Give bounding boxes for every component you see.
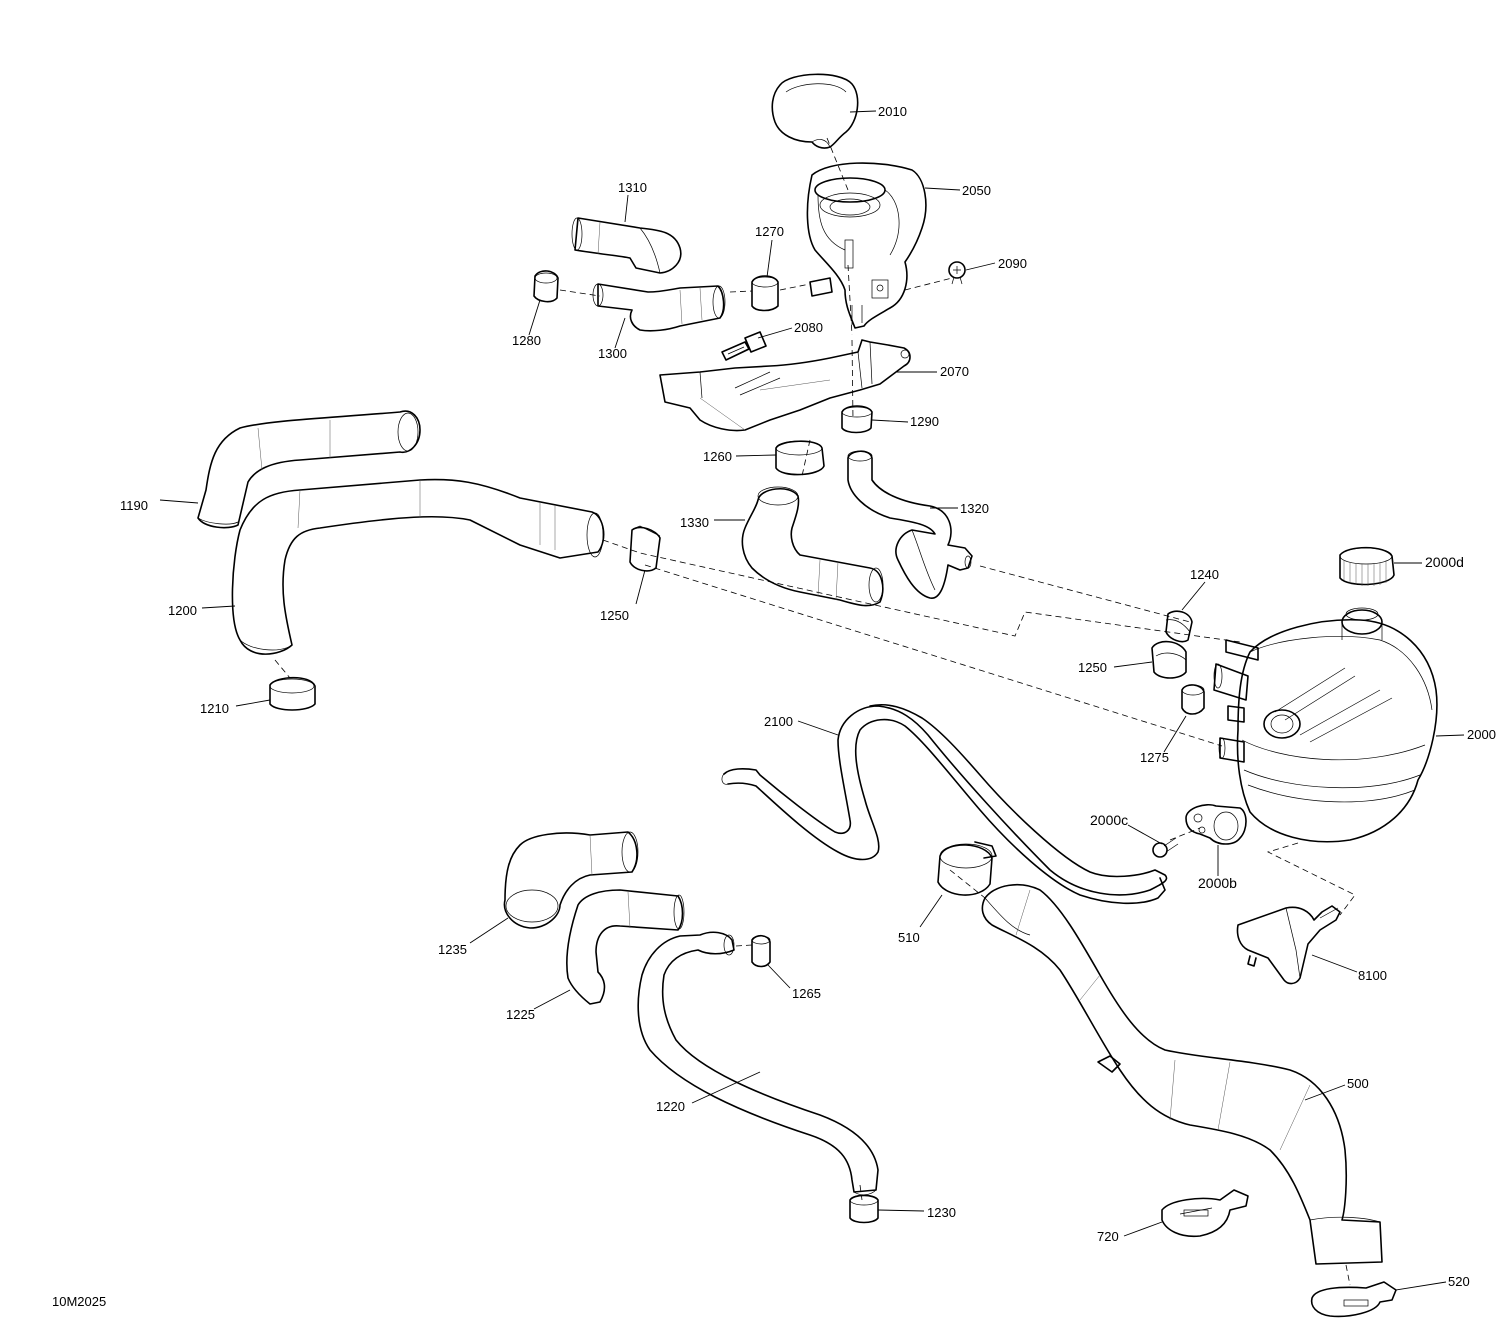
assembly-lines [274,137,1356,1286]
hose-clamp-1265 [751,934,771,968]
hose-1300 [592,283,726,332]
label-1330: 1330 [680,515,709,530]
label-2090: 2090 [998,256,1027,271]
hose-clamp-510 [937,841,997,896]
label-2010: 2010 [878,104,907,119]
filler-neck-2050 [806,162,927,329]
label-8100: 8100 [1358,968,1387,983]
label-500: 500 [1347,1076,1369,1091]
label-2070: 2070 [940,364,969,379]
hose-clamp-720 [1161,1189,1249,1238]
label-1250-right: 1250 [1078,660,1107,675]
hose-clamp-1240 [1165,610,1193,643]
label-1220: 1220 [656,1099,685,1114]
sensor-2000b [1185,803,1247,845]
hose-1330 [741,486,884,607]
hose-clamp-1230 [849,1194,879,1224]
hose-clamp-1260 [775,440,825,476]
hose-clamp-1270 [751,275,779,312]
hose-clamp-1250-left [629,525,661,572]
hose-1235 [503,831,639,929]
label-510: 510 [898,930,920,945]
label-1190: 1190 [120,498,148,513]
hose-1225 [566,889,685,1005]
label-1240: 1240 [1190,567,1219,582]
diagram-reference-code: 10M2025 [52,1294,106,1309]
hose-clamp-1280 [533,270,559,303]
label-2000c: 2000c [1090,812,1128,828]
label-1265: 1265 [792,986,821,1001]
hose-1200 [231,478,605,655]
bracket-8100 [1236,905,1341,985]
label-1310: 1310 [618,180,647,195]
label-2000: 2000 [1467,727,1496,742]
label-2100: 2100 [764,714,793,729]
label-1225: 1225 [506,1007,535,1022]
label-2000b: 2000b [1198,875,1237,891]
hose-500 [981,883,1383,1265]
hose-clamp-1290 [841,405,873,434]
hose-1190 [197,410,421,529]
label-1270: 1270 [755,224,784,239]
label-1280: 1280 [512,333,541,348]
hose-1220 [637,931,879,1196]
label-1320: 1320 [960,501,989,516]
label-1275: 1275 [1140,750,1169,765]
radiator-cap-2010 [771,73,859,149]
label-1200: 1200 [168,603,197,618]
label-1230: 1230 [927,1205,956,1220]
part-labels: 2010 2050 1310 1270 2090 1280 1300 2080 … [52,104,1496,1309]
hose-clamp-1275 [1181,684,1205,715]
label-1260: 1260 [703,449,732,464]
hose-clamp-1210 [269,676,316,711]
label-720: 720 [1097,1229,1119,1244]
label-1300: 1300 [598,346,627,361]
hose-clamp-1250-right [1151,640,1187,679]
label-2080: 2080 [794,320,823,335]
expansion-tank-2000 [1213,607,1438,843]
bracket-2070 [659,339,911,432]
hose-clamp-520 [1310,1281,1397,1318]
hose-1310 [571,217,682,274]
hose-2100 [721,703,1168,905]
label-1250-left: 1250 [600,608,629,623]
cap-2000d [1339,546,1395,586]
screw-2090 [948,261,966,285]
label-2000d: 2000d [1425,554,1464,570]
label-1290: 1290 [910,414,939,429]
label-2050: 2050 [962,183,991,198]
bolt-2080 [721,331,767,361]
label-520: 520 [1448,1274,1470,1289]
label-1210: 1210 [200,701,229,716]
hose-1320 [847,450,973,599]
label-1235: 1235 [438,942,467,957]
leader-lines [159,110,1465,1291]
